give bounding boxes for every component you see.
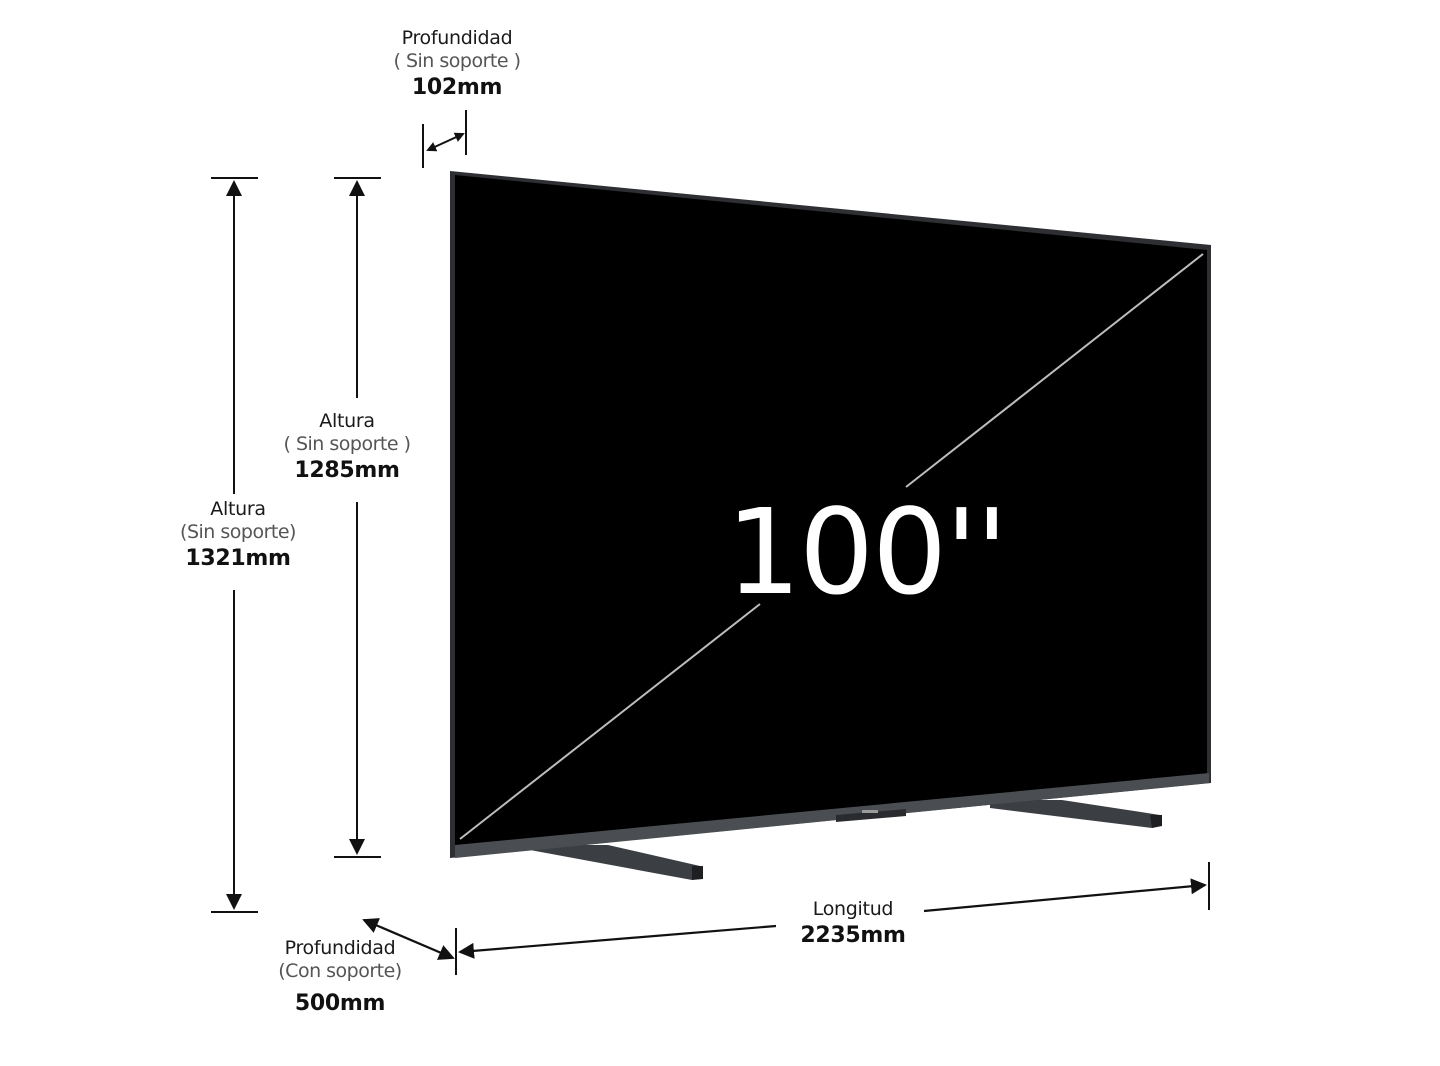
height-no-stand-title: Altura <box>319 410 375 432</box>
depth-with-stand-label: Profundidad (Con soporte) 500mm <box>278 937 402 1016</box>
height-total-title: Altura <box>210 498 266 520</box>
width-value: 2235mm <box>800 922 906 948</box>
width-title: Longitud <box>812 898 894 920</box>
height-total-qualifier: (Sin soporte) <box>180 520 296 543</box>
width-label: Longitud 2235mm <box>800 898 906 948</box>
height-total-label: Altura (Sin soporte) 1321mm <box>180 499 296 571</box>
depth-no-stand-title: Profundidad <box>401 27 513 49</box>
depth-no-stand-label: Profundidad ( Sin soporte ) 102mm <box>394 28 521 100</box>
tv-stand-right <box>990 800 1162 828</box>
height-total-indicator <box>211 177 258 913</box>
brand-logo <box>862 810 878 813</box>
height-no-stand-label: Altura ( Sin soporte ) 1285mm <box>284 411 411 483</box>
screen-diagonal-upper <box>905 253 1204 488</box>
height-no-stand-value: 1285mm <box>294 457 400 483</box>
screen-diagonal-lower <box>459 603 761 840</box>
depth-no-stand-value: 102mm <box>411 74 503 100</box>
depth-no-stand-qualifier: ( Sin soporte ) <box>393 49 521 72</box>
height-no-stand-qualifier: ( Sin soporte ) <box>283 432 411 455</box>
depth-with-stand-value: 500mm <box>294 990 386 1016</box>
width-indicator <box>455 862 1210 975</box>
height-total-value: 1321mm <box>185 545 291 571</box>
screen-size-label: 100'' <box>725 483 1008 621</box>
tv-screen <box>455 175 1207 847</box>
depth-with-stand-title: Profundidad <box>284 937 396 959</box>
tv-stand-left <box>530 845 703 880</box>
depth-with-stand-indicator <box>362 918 455 960</box>
depth-no-stand-indicator <box>422 110 467 168</box>
height-no-stand-indicator <box>334 177 381 858</box>
tv-body <box>450 171 1211 858</box>
tv-logo-module <box>836 809 906 822</box>
tv-bottom-bezel <box>455 773 1209 858</box>
depth-with-stand-qualifier: (Con soporte) <box>278 959 402 982</box>
